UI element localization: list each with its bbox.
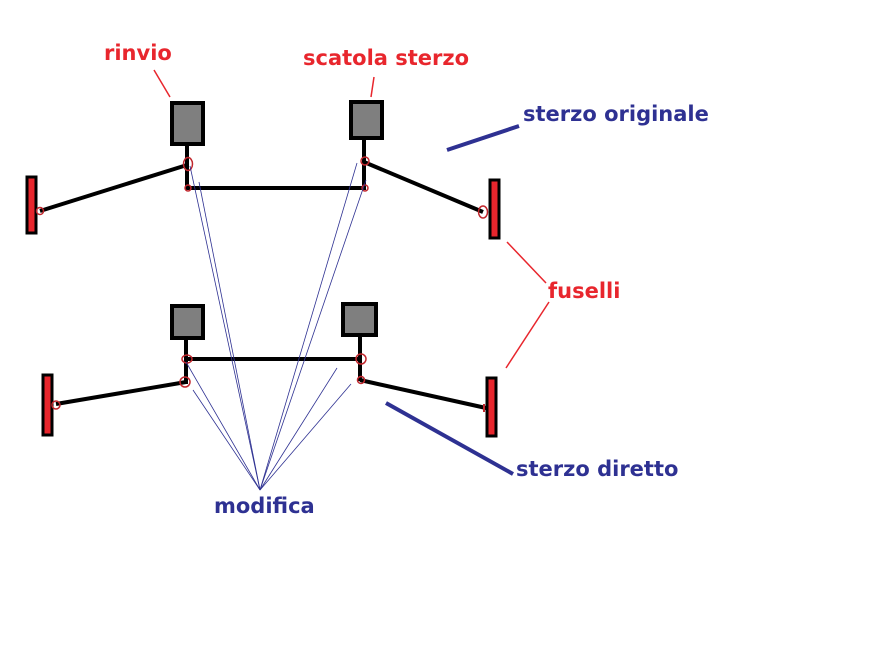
- leader-fuselli-top: [506, 241, 547, 284]
- idler-box-top: [170, 101, 205, 146]
- joint-idler-bottom: [179, 376, 191, 388]
- joint-kingpin-right-top: [477, 205, 489, 219]
- original-steering-assembly: [25, 100, 501, 240]
- joint-kingpin-left-top: [35, 206, 45, 216]
- label-sterzo-originale: sterzo originale: [523, 102, 709, 126]
- joint-idler-top: [182, 156, 194, 172]
- leader-fuselli-bottom: [505, 301, 550, 369]
- tie-rod-right-bottom: [359, 378, 487, 410]
- kingpin-right-top: [488, 178, 501, 240]
- label-scatola-sterzo: scatola sterzo: [303, 46, 470, 70]
- joint-kingpin-left-bottom: [51, 400, 61, 410]
- label-sterzo-diretto: sterzo diretto: [516, 457, 679, 481]
- joint-box-bottom: [356, 375, 366, 385]
- leader-scatola-sterzo: [370, 76, 375, 98]
- kingpin-left-top: [25, 175, 38, 235]
- tie-rod-left-bottom: [55, 380, 187, 406]
- idler-box-bottom: [170, 304, 205, 340]
- joint-box-link-top: [361, 184, 369, 192]
- joint-box-top: [360, 156, 370, 166]
- leader-rinvio: [153, 69, 171, 98]
- tie-rod-right-top: [363, 160, 484, 214]
- label-modifica: modifica: [214, 494, 315, 518]
- steering-box-bottom: [341, 302, 378, 337]
- label-fuselli: fuselli: [548, 279, 621, 303]
- kingpin-right-bottom: [485, 376, 498, 438]
- leader-sterzo-originale: [446, 124, 520, 152]
- direct-steering-assembly: [41, 302, 498, 438]
- joint-idler-link-top: [184, 184, 192, 192]
- label-rinvio: rinvio: [104, 41, 172, 65]
- joint-box-link-bottom: [355, 353, 367, 365]
- leader-sterzo-diretto: [385, 401, 514, 476]
- tie-rod-left-top: [39, 163, 188, 213]
- modification-fan-lines: [185, 162, 367, 491]
- steering-box-top: [349, 100, 384, 140]
- kingpin-left-bottom: [41, 373, 54, 437]
